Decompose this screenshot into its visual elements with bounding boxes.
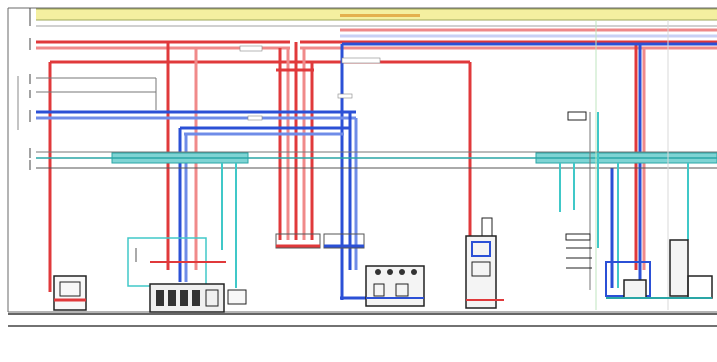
hot-supply-headers [36,40,717,292]
equipment-unit-6 [605,239,713,299]
equipment-unit-5 [565,111,592,269]
header-tags [239,45,381,121]
equipment-unit-4 [465,217,504,309]
instrument-lines [36,20,717,310]
manifold-left [275,233,365,249]
top-header-lines [36,25,717,38]
cooling-water-headers [36,112,717,288]
drawing-frame [7,7,717,327]
equipment-unit-1 [53,275,87,311]
level-markers [17,8,31,170]
cold-headers [36,42,717,300]
equipment-unit-3 [365,265,425,307]
top-yellow-band [36,8,717,21]
equipment-unit-2 [127,237,247,313]
